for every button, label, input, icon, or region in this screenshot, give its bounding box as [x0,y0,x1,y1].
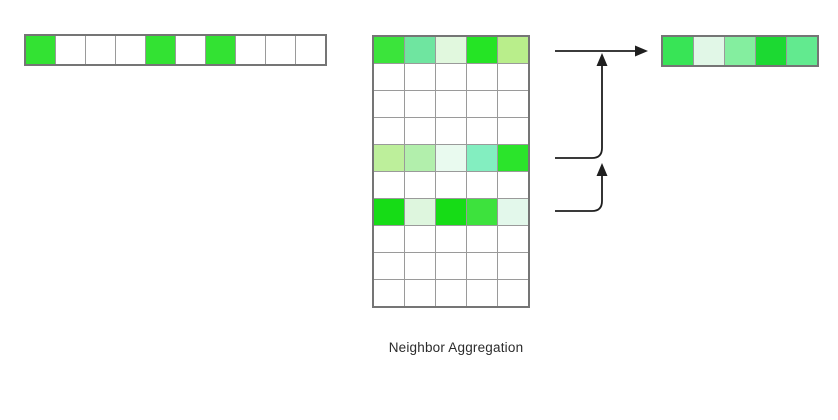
matrix-cell [498,145,528,171]
matrix-cell [467,64,497,90]
matrix-cell [467,280,497,306]
matrix-cell [436,91,466,117]
matrix-cell [405,226,435,252]
matrix-cell [436,64,466,90]
input-row-cell [116,36,145,64]
input-row-cell [266,36,295,64]
matrix-cell [467,253,497,279]
input-row-cell [56,36,85,64]
output-row-cell [787,37,817,65]
right-arrowhead-icon [635,45,648,57]
output-row-cell [756,37,786,65]
matrix-cell [436,145,466,171]
matrix-cell [467,37,497,63]
neighbor-feature-matrix [372,35,530,308]
matrix-cell [467,226,497,252]
matrix-cell [374,280,404,306]
input-row-cell [296,36,325,64]
output-row-cell [694,37,724,65]
matrix-cell [498,172,528,198]
matrix-cell [405,91,435,117]
matrix-cell [374,118,404,144]
matrix-cell [405,118,435,144]
input-row-cell [26,36,55,64]
matrix-cell [467,91,497,117]
up-arrowhead-row7-icon [596,163,608,176]
matrix-cell [498,91,528,117]
matrix-cell [405,253,435,279]
matrix-cell [374,226,404,252]
matrix-cell [436,37,466,63]
matrix-cell [405,64,435,90]
matrix-cell [467,145,497,171]
matrix-cell [498,226,528,252]
matrix-cell [405,145,435,171]
output-row-cell [663,37,693,65]
matrix-cell [498,199,528,225]
matrix-cell [374,91,404,117]
output-row-cell [725,37,755,65]
matrix-cell [467,172,497,198]
matrix-cell [436,199,466,225]
input-row-cell [206,36,235,64]
matrix-cell [498,64,528,90]
matrix-cell [405,280,435,306]
caption-neighbor-aggregation: Neighbor Aggregation [388,340,524,355]
matrix-cell [498,253,528,279]
matrix-cell [374,145,404,171]
matrix-cell [374,37,404,63]
matrix-cell [374,172,404,198]
matrix-cell [436,280,466,306]
matrix-cell [436,226,466,252]
input-feature-row [24,34,327,66]
input-row-cell [86,36,115,64]
input-row-cell [176,36,205,64]
input-row-cell [236,36,265,64]
matrix-cell [405,37,435,63]
matrix-cell [436,253,466,279]
input-row-cell [146,36,175,64]
matrix-cell [374,64,404,90]
connector-row7-line [555,175,603,212]
matrix-cell [467,199,497,225]
matrix-cell [405,172,435,198]
matrix-cell [436,118,466,144]
matrix-cell [498,118,528,144]
connector-row5-line [555,65,603,159]
matrix-cell [436,172,466,198]
matrix-cell [405,199,435,225]
matrix-cell [374,253,404,279]
matrix-cell [498,280,528,306]
matrix-cell [467,118,497,144]
matrix-cell [498,37,528,63]
up-arrowhead-row5-icon [596,53,608,66]
aggregated-feature-row [661,35,819,67]
matrix-cell [374,199,404,225]
